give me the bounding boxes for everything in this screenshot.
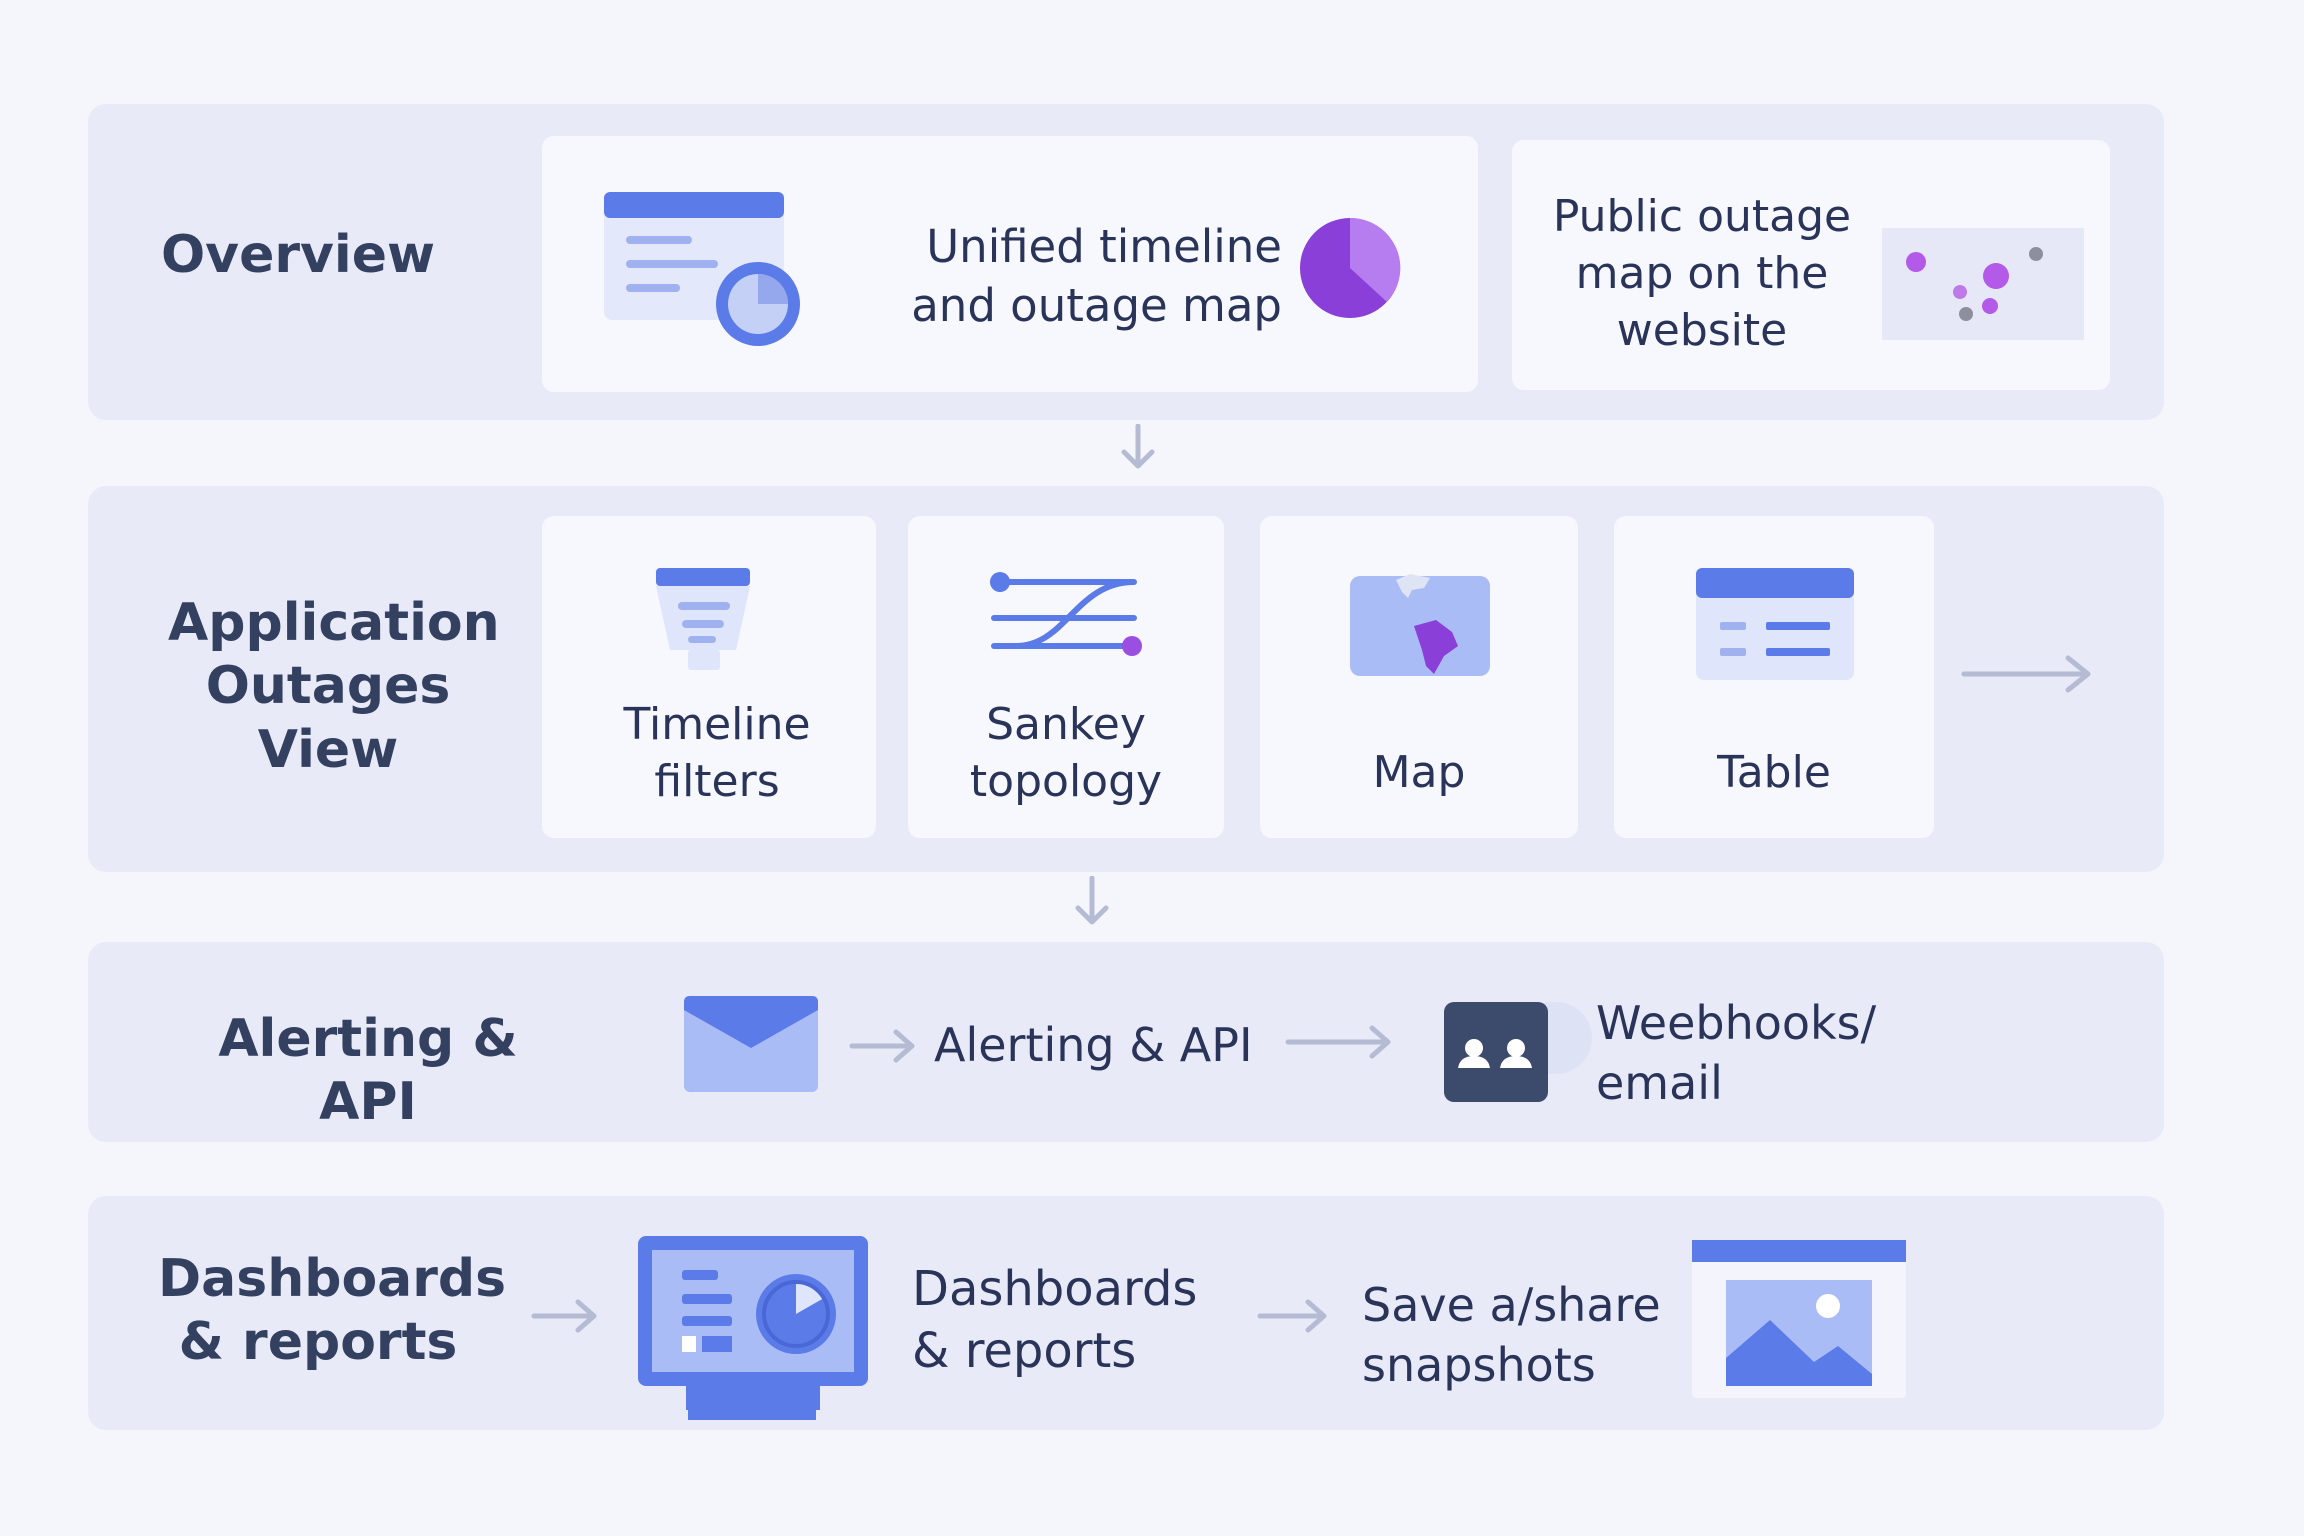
arrow-right-icon	[1257, 1299, 1327, 1333]
dashboards-flow-label: Dashboards & reports	[912, 1261, 1198, 1380]
dashboard-pie-icon	[604, 192, 800, 346]
public-outage-card: Public outage map on the website	[1512, 140, 2110, 390]
overview-title: Overview	[160, 225, 436, 285]
funnel-icon	[656, 568, 750, 670]
unified-timeline-card: Unified timeline and outage map	[542, 136, 1478, 392]
arrow-down-icon	[1075, 876, 1109, 925]
webhook-users-icon	[1444, 1002, 1592, 1102]
dashboards-band: Dashboards & reports Dashboards & report…	[88, 1196, 2164, 1430]
arrow-right-icon	[1961, 655, 2091, 693]
map-card[interactable]: Map	[1260, 516, 1578, 838]
envelope-icon	[684, 996, 818, 1092]
alerting-title: Alerting & API	[218, 1009, 518, 1133]
dashboards-title: Dashboards & reports	[158, 1249, 507, 1373]
arrow-right-icon	[1285, 1025, 1391, 1059]
unified-timeline-label: Unified timeline and outage map	[911, 220, 1282, 332]
monitor-dashboard-icon	[638, 1236, 868, 1420]
webhooks-email-label: Weebhooks/ email	[1596, 996, 1877, 1110]
arrow-right-icon	[849, 1029, 915, 1063]
table-icon	[1696, 568, 1854, 680]
arrow-down-icon	[1121, 424, 1155, 469]
save-share-label: Save a/share snapshots	[1362, 1278, 1661, 1392]
timeline-filters-label: Timeline filters	[623, 699, 811, 808]
image-snapshot-icon	[1692, 1240, 1906, 1398]
arrow-right-icon	[531, 1299, 597, 1333]
alerting-flow-label: Alerting & API	[934, 1018, 1253, 1072]
overview-band: Overview Unified timeline and outage map…	[88, 104, 2164, 420]
map-label: Map	[1372, 747, 1466, 798]
public-outage-label: Public outage map on the website	[1552, 191, 1852, 357]
timeline-filters-card[interactable]: Timeline filters	[542, 516, 876, 838]
purple-pie-icon	[1300, 217, 1401, 318]
sankey-icon	[990, 572, 1142, 656]
table-card[interactable]: Table	[1614, 516, 1934, 838]
sankey-topology-card[interactable]: Sankey topology	[908, 516, 1224, 838]
alerting-band: Alerting & API Alerting & API Weebhooks/…	[88, 942, 2164, 1142]
map-icon	[1350, 574, 1490, 676]
outages-title: Application Outages View	[168, 593, 500, 780]
sankey-topology-label: Sankey topology	[969, 699, 1163, 808]
table-label: Table	[1717, 747, 1831, 798]
scatter-dots-icon	[1882, 228, 2084, 340]
outages-band: Application Outages View Timeline filter…	[88, 486, 2164, 872]
